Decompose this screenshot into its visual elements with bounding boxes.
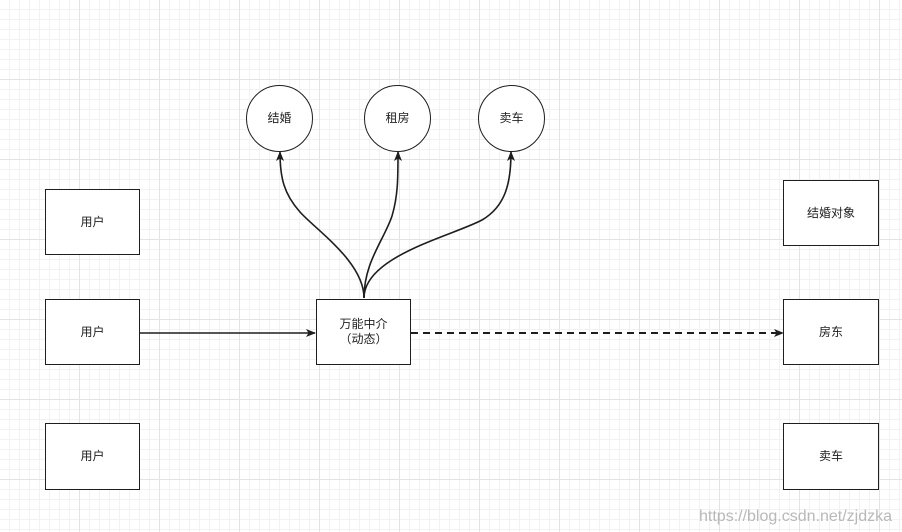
watermark: https://blog.csdn.net/zjdzka (699, 508, 892, 525)
agent-node-title: 万能中介 (339, 317, 388, 331)
service-node-label: 卖车 (499, 111, 524, 125)
service-node-car: 卖车 (478, 85, 545, 152)
target-node-label: 房东 (818, 324, 843, 339)
user-node-3: 用户 (45, 423, 140, 490)
arrow-agent-to-rent (363, 151, 402, 299)
user-node-label: 用户 (80, 214, 105, 229)
service-node-label: 结婚 (267, 111, 292, 125)
target-node-landlord: 房东 (783, 299, 879, 365)
service-node-rent: 租房 (364, 85, 431, 152)
arrow-agent-to-marriage (276, 151, 365, 299)
arrow-agent-to-car (363, 151, 515, 299)
target-node-label: 卖车 (818, 449, 843, 463)
agent-node: 万能中介 （动态） (316, 299, 411, 365)
target-node-spouse: 结婚对象 (783, 180, 879, 246)
target-node-car-seller: 卖车 (783, 423, 879, 490)
user-node-2: 用户 (45, 299, 140, 365)
service-node-marriage: 结婚 (246, 85, 313, 152)
user-node-label: 用户 (80, 449, 105, 463)
target-node-label: 结婚对象 (806, 205, 855, 220)
agent-node-subtitle: （动态） (339, 332, 388, 346)
service-node-label: 租房 (385, 111, 410, 125)
user-node-label: 用户 (80, 324, 105, 339)
user-node-1: 用户 (45, 189, 140, 255)
